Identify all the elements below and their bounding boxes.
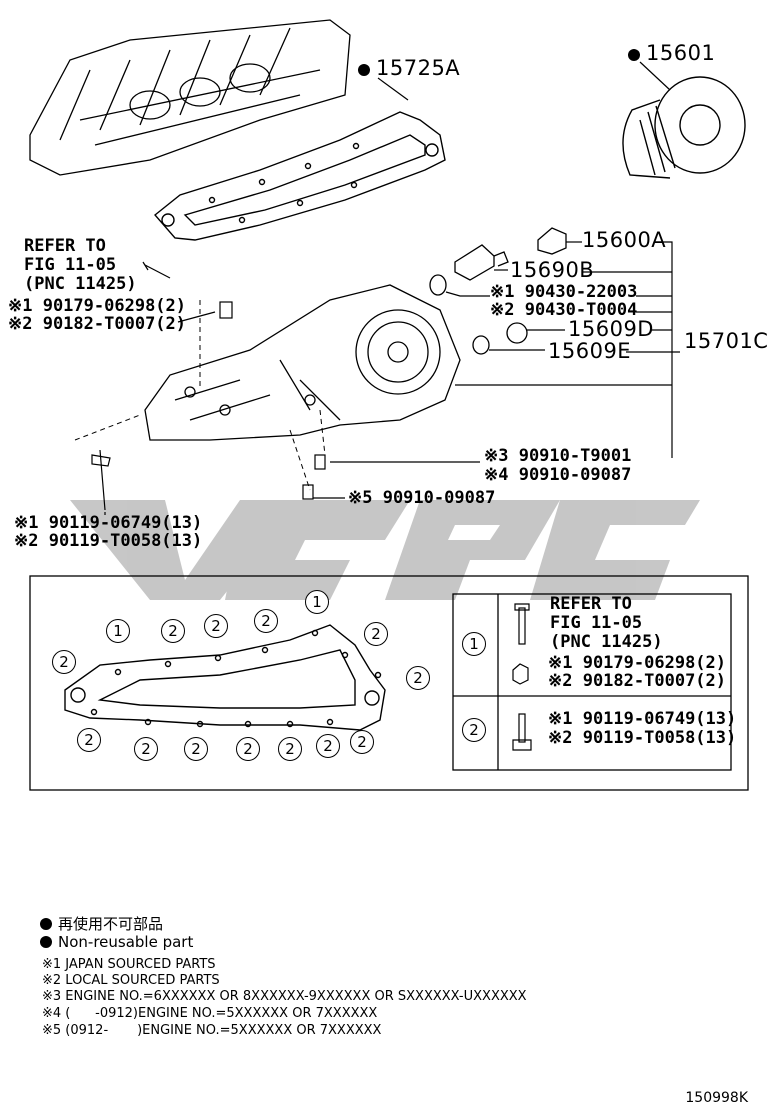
- label-90910-09087-a: ※4 90910-09087: [484, 465, 632, 485]
- bolt-position-2: 2: [204, 614, 228, 638]
- note-3: ※3 ENGINE NO.=6XXXXXX OR 8XXXXXX-9XXXXXX…: [42, 989, 527, 1004]
- refer-line-4: ※1 90179-06298(2): [8, 296, 187, 316]
- label-90119-T0058: ※2 90119-T0058(13): [14, 531, 203, 551]
- label-90430-T0004: ※2 90430-T0004: [490, 300, 638, 320]
- non-reusable-dot-icon: [358, 64, 370, 76]
- callout-lines: [104, 61, 680, 515]
- gasket-detail: [64, 624, 386, 731]
- label-90119-06749: ※1 90119-06749(13): [14, 513, 203, 533]
- label-15609E: 15609E: [548, 339, 632, 363]
- refer-line-2: FIG 11-05: [24, 255, 117, 275]
- bolt-position-2: 2: [184, 737, 208, 761]
- bolt-position-1: 1: [106, 619, 130, 643]
- refer-line-5: ※2 90182-T0007(2): [8, 314, 187, 334]
- bolt-position-2: 2: [364, 622, 388, 646]
- bolts: [91, 261, 326, 511]
- label-15601: 15601: [628, 43, 715, 64]
- non-reusable-dot-icon: [628, 49, 640, 61]
- diagram-reference-number: 150998K: [685, 1090, 748, 1106]
- gasket-15725A: [153, 111, 446, 241]
- table-row1-line3: (PNC 11425): [550, 632, 663, 652]
- bolt-position-2: 2: [52, 650, 76, 674]
- bolt-position-2: 2: [236, 737, 260, 761]
- bolt-position-2: 2: [134, 737, 158, 761]
- bolt-position-2: 2: [161, 619, 185, 643]
- label-15701C: 15701C: [684, 329, 768, 353]
- table-row2-line1: ※1 90119-06749(13): [548, 709, 737, 729]
- label-90430-22003: ※1 90430-22003: [490, 282, 638, 302]
- table-row1-line2: FIG 11-05: [550, 613, 643, 633]
- label-15609D: 15609D: [568, 317, 654, 341]
- table-row1-line4: ※1 90179-06298(2): [548, 653, 727, 673]
- engine-block: [29, 19, 351, 176]
- bolt-position-1: 1: [305, 590, 329, 614]
- oil-filter-15601: [622, 76, 746, 179]
- label-90910-09087-b: ※5 90910-09087: [348, 488, 496, 508]
- non-reusable-dot-icon: [40, 918, 52, 930]
- bolt-position-2: 2: [350, 730, 374, 754]
- note-5: ※5 (0912- )ENGINE NO.=5XXXXXX OR 7XXXXXX: [42, 1023, 382, 1038]
- legend-non-reusable-en: Non-reusable part: [40, 933, 193, 951]
- oil-cooler-housing-15701C: [144, 284, 461, 441]
- detail-bolt-icons: [512, 603, 532, 751]
- label-15690B: 15690B: [510, 258, 595, 282]
- detail-box: [29, 575, 749, 791]
- table-key-1: 1: [462, 632, 486, 656]
- refer-line-1: REFER TO: [24, 236, 106, 256]
- watermark: [70, 500, 700, 600]
- refer-line-3: (PNC 11425): [24, 274, 137, 294]
- table-row1-line1: REFER TO: [550, 594, 632, 614]
- bolt-position-2: 2: [278, 737, 302, 761]
- table-row2-line2: ※2 90119-T0058(13): [548, 728, 737, 748]
- label-15600A: 15600A: [582, 228, 667, 252]
- legend-non-reusable-jp: 再使用不可部品: [40, 913, 163, 934]
- label-15725A: 15725A: [358, 58, 460, 79]
- bolt-position-2: 2: [316, 734, 340, 758]
- sensor-parts: [429, 227, 567, 355]
- bolt-position-2: 2: [254, 609, 278, 633]
- note-2: ※2 LOCAL SOURCED PARTS: [42, 973, 220, 988]
- bolt-position-2: 2: [406, 666, 430, 690]
- table-key-2: 2: [462, 718, 486, 742]
- non-reusable-dot-icon: [40, 936, 52, 948]
- note-4: ※4 ( -0912)ENGINE NO.=5XXXXXX OR 7XXXXXX: [42, 1006, 378, 1021]
- note-1: ※1 JAPAN SOURCED PARTS: [42, 957, 216, 972]
- dashed-leaders: [74, 300, 326, 491]
- bolt-position-2: 2: [77, 728, 101, 752]
- label-90910-T9001: ※3 90910-T9001: [484, 446, 632, 466]
- table-row1-line5: ※2 90182-T0007(2): [548, 671, 727, 691]
